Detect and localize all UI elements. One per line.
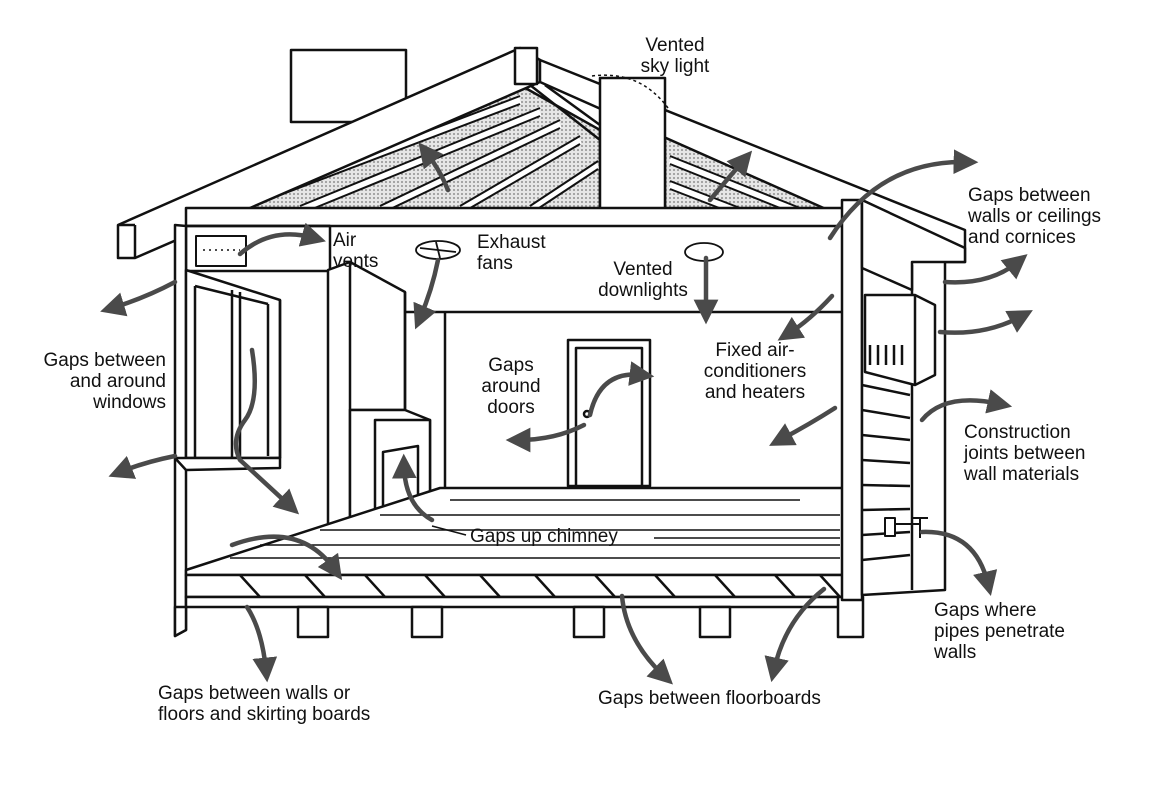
floor-bearer	[184, 573, 862, 599]
label-gaps-pipes: Gaps where pipes penetrate walls	[934, 600, 1065, 663]
label-exhaust-fans: Exhaust fans	[477, 232, 546, 274]
air-vent-grille	[195, 235, 247, 267]
label-vented-sky-light: Vented sky light	[640, 35, 710, 77]
skylight-shaft	[598, 76, 667, 222]
stump	[410, 605, 444, 639]
door	[566, 338, 652, 488]
label-vented-downlights: Vented downlights	[598, 259, 688, 301]
label-gaps-skirting: Gaps between walls or floors and skirtin…	[158, 683, 371, 725]
exhaust-fan	[415, 240, 461, 260]
fireplace	[326, 260, 432, 537]
stump	[698, 605, 732, 639]
label-construction-joints: Construction joints between wall materia…	[964, 422, 1086, 485]
label-fixed-air-conditioners: Fixed air- conditioners and heaters	[703, 340, 807, 403]
label-gaps-doors: Gaps around doors	[481, 355, 541, 418]
label-gaps-windows: Gaps between and around windows	[43, 350, 166, 413]
stump	[836, 595, 865, 639]
label-gaps-chimney: Gaps up chimney	[470, 526, 618, 547]
label-gaps-floorboards: Gaps between floorboards	[598, 688, 821, 709]
air-conditioner-unit	[863, 293, 937, 387]
tap	[884, 517, 928, 538]
ceiling-beam	[184, 206, 852, 228]
label-air-vents: Air vents	[333, 230, 379, 272]
floor-joists	[239, 574, 841, 598]
stump	[572, 605, 606, 639]
chimney	[289, 48, 408, 124]
window	[184, 268, 282, 464]
stump	[296, 605, 330, 639]
right-wall	[840, 198, 967, 602]
label-gaps-walls-ceilings-cornices: Gaps between walls or ceilings and corni…	[968, 185, 1102, 248]
airflow-arrows	[100, 142, 1033, 685]
